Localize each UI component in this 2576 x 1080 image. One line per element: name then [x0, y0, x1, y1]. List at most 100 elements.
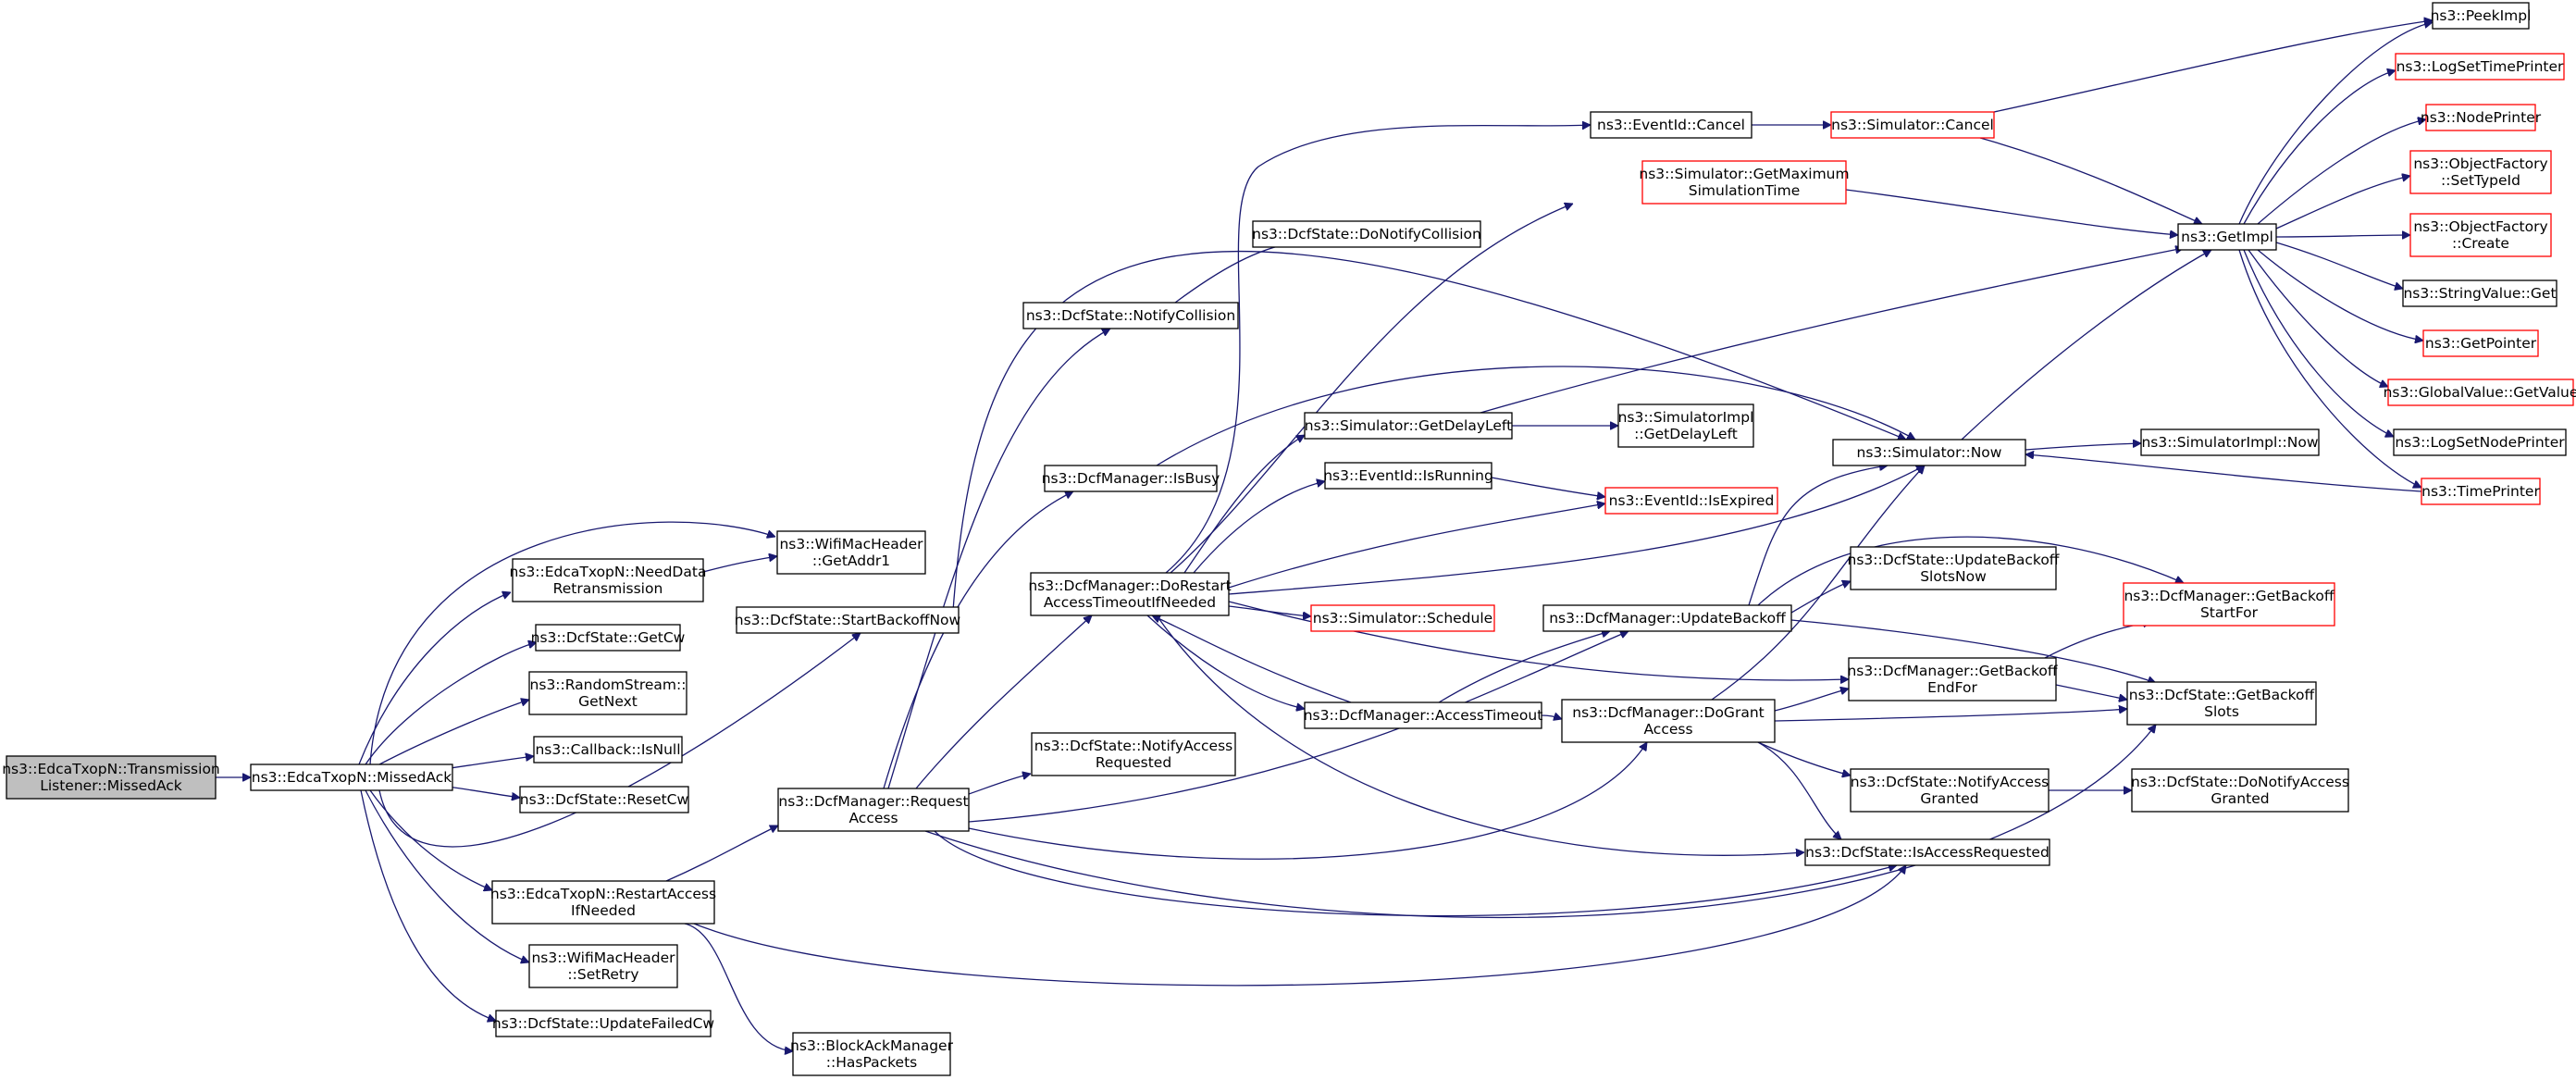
node-simnow[interactable]: ns3::Simulator::Now	[1832, 439, 2026, 466]
node-isaccessrequested[interactable]: ns3::DcfState::IsAccessRequested	[1804, 838, 2050, 866]
node-label: SlotsNow	[1920, 568, 1987, 585]
node-label: ns3::DcfState::GetCw	[531, 629, 686, 646]
node-box	[519, 786, 689, 813]
edge-accesstimeout-to-updatebackoff	[1438, 631, 1610, 703]
edge-dogrant-to-getbackoffslots	[1774, 709, 2127, 722]
node-dorestart[interactable]: ns3::DcfManager::DoRestartAccessTimeoutI…	[1028, 572, 1232, 616]
edge-dorestart-to-accesstimeout	[1146, 614, 1305, 709]
node-label: ns3::EventId::Cancel	[1597, 117, 1745, 133]
node-label: ns3::ObjectFactory	[2413, 218, 2547, 235]
node-getimpl[interactable]: ns3::GetImpl	[2177, 223, 2277, 251]
node-implgetdelayleft[interactable]: ns3::SimulatorImpl::GetDelayLeft	[1617, 403, 1754, 448]
edge-dorestart-to-eventcancel	[1165, 125, 1591, 574]
edge-missedack-to-setretry	[365, 789, 529, 962]
node-box	[1590, 111, 1752, 139]
node-logsettime[interactable]: ns3::LogSetTimePrinter	[2395, 53, 2565, 81]
node-box	[1804, 838, 2050, 866]
node-box	[528, 944, 678, 988]
edge-updatebackoff-to-getbackoffstartfor	[1757, 536, 2184, 606]
node-box	[495, 1010, 712, 1037]
node-globalget[interactable]: ns3::GlobalValue::GetValue	[2384, 379, 2576, 406]
edge-dorestart-to-getdelayleft	[1183, 434, 1305, 574]
edge-missedack-to-randnext	[378, 700, 529, 765]
edge-getimpl-to-create	[2275, 235, 2410, 237]
node-haspackets[interactable]: ns3::BlockAckManager::HasPackets	[790, 1032, 954, 1076]
node-nodeprinter[interactable]: ns3::NodePrinter	[2421, 104, 2542, 131]
node-label: ns3::Callback::IsNull	[535, 741, 680, 758]
node-timeprinter[interactable]: ns3::TimePrinter	[2421, 478, 2541, 505]
edge-requestaccess-to-isaccessrequested	[934, 830, 1897, 917]
node-randnext[interactable]: ns3::RandomStream::GetNext	[528, 671, 687, 715]
node-eventcancel[interactable]: ns3::EventId::Cancel	[1590, 111, 1752, 139]
edge-restartaccess-to-requestaccess	[665, 825, 778, 882]
node-label: ns3::GetImpl	[2181, 229, 2273, 245]
node-peekimpl[interactable]: ns3::PeekImpl	[2431, 2, 2532, 30]
edge-isrunning-to-isexpired	[1491, 477, 1605, 497]
edge-dogrant-to-simnow	[1711, 466, 1925, 701]
node-logsetnode[interactable]: ns3::LogSetNodePrinter	[2393, 428, 2567, 456]
edges-layer	[215, 20, 2433, 1051]
node-box	[2422, 329, 2539, 357]
node-box	[1252, 220, 1481, 248]
node-isrunning[interactable]: ns3::EventId::IsRunning	[1323, 462, 1493, 490]
node-label: ns3::LogSetTimePrinter	[2396, 58, 2564, 75]
node-label: ns3::Simulator::Schedule	[1313, 610, 1492, 627]
node-label: ns3::DcfState::GetBackoff	[2129, 687, 2315, 703]
node-setretry[interactable]: ns3::WifiMacHeader::SetRetry	[528, 944, 678, 988]
node-updatebackoff[interactable]: ns3::DcfManager::UpdateBackoff	[1542, 604, 1792, 632]
node-box	[2393, 428, 2567, 456]
node-isbusy[interactable]: ns3::DcfManager::IsBusy	[1042, 465, 1220, 492]
edge-requestaccess-to-dogrant	[968, 742, 1648, 860]
edge-getimpl-to-timeprinter	[2238, 249, 2421, 488]
node-label: Access	[848, 810, 898, 826]
node-stringget[interactable]: ns3::StringValue::Get	[2402, 279, 2557, 307]
node-box	[2421, 478, 2541, 505]
node-getpointer[interactable]: ns3::GetPointer	[2422, 329, 2539, 357]
edge-startbackoff-to-simnow	[952, 250, 1906, 612]
node-label: Requested	[1096, 754, 1171, 771]
edge-dogrant-to-isaccessrequested	[1757, 741, 1841, 839]
node-getdelayleft[interactable]: ns3::Simulator::GetDelayLeft	[1304, 412, 1513, 440]
node-donotifycollision[interactable]: ns3::DcfState::DoNotifyCollision	[1252, 220, 1481, 248]
edge-getdelayleft-to-getimpl	[1480, 248, 2184, 414]
node-simcancel[interactable]: ns3::Simulator::Cancel	[1830, 111, 1995, 139]
node-schedule[interactable]: ns3::Simulator::Schedule	[1310, 604, 1495, 632]
node-box	[1304, 701, 1542, 729]
node-box	[535, 624, 681, 652]
node-missedack[interactable]: ns3::EdcaTxopN::MissedAck	[250, 763, 453, 791]
node-accesstimeout[interactable]: ns3::DcfManager::AccessTimeout	[1304, 701, 1543, 729]
edge-simcancel-to-getimpl	[1979, 137, 2202, 224]
node-startbackoff[interactable]: ns3::DcfState::StartBackoffNow	[735, 606, 961, 634]
node-notifycollision[interactable]: ns3::DcfState::NotifyCollision	[1022, 302, 1239, 329]
node-getaddr1[interactable]: ns3::WifiMacHeader::GetAddr1	[776, 530, 926, 575]
node-label: ns3::RandomStream::	[530, 677, 687, 693]
node-updatefailedcw[interactable]: ns3::DcfState::UpdateFailedCw	[492, 1010, 715, 1037]
node-box	[1304, 412, 1513, 440]
node-implnow[interactable]: ns3::SimulatorImpl::Now	[2140, 428, 2320, 456]
edge-requestaccess-to-notifyaccessreq	[968, 774, 1031, 795]
node-label: ns3::TimePrinter	[2421, 483, 2540, 500]
node-box	[2126, 681, 2317, 726]
edge-getimpl-to-getpointer	[2257, 249, 2423, 341]
node-resetcw[interactable]: ns3::DcfState::ResetCw	[519, 786, 689, 813]
node-isexpired[interactable]: ns3::EventId::IsExpired	[1604, 487, 1778, 515]
node-root[interactable]: ns3::EdcaTxopN::TransmissionListener::Mi…	[2, 755, 220, 800]
node-settypeid[interactable]: ns3::ObjectFactory::SetTypeId	[2409, 150, 2552, 194]
node-create[interactable]: ns3::ObjectFactory::Create	[2409, 213, 2552, 257]
node-getcw[interactable]: ns3::DcfState::GetCw	[531, 624, 686, 652]
node-isnull[interactable]: ns3::Callback::IsNull	[533, 736, 683, 763]
node-label: ns3::EdcaTxopN::RestartAccess	[490, 886, 716, 902]
